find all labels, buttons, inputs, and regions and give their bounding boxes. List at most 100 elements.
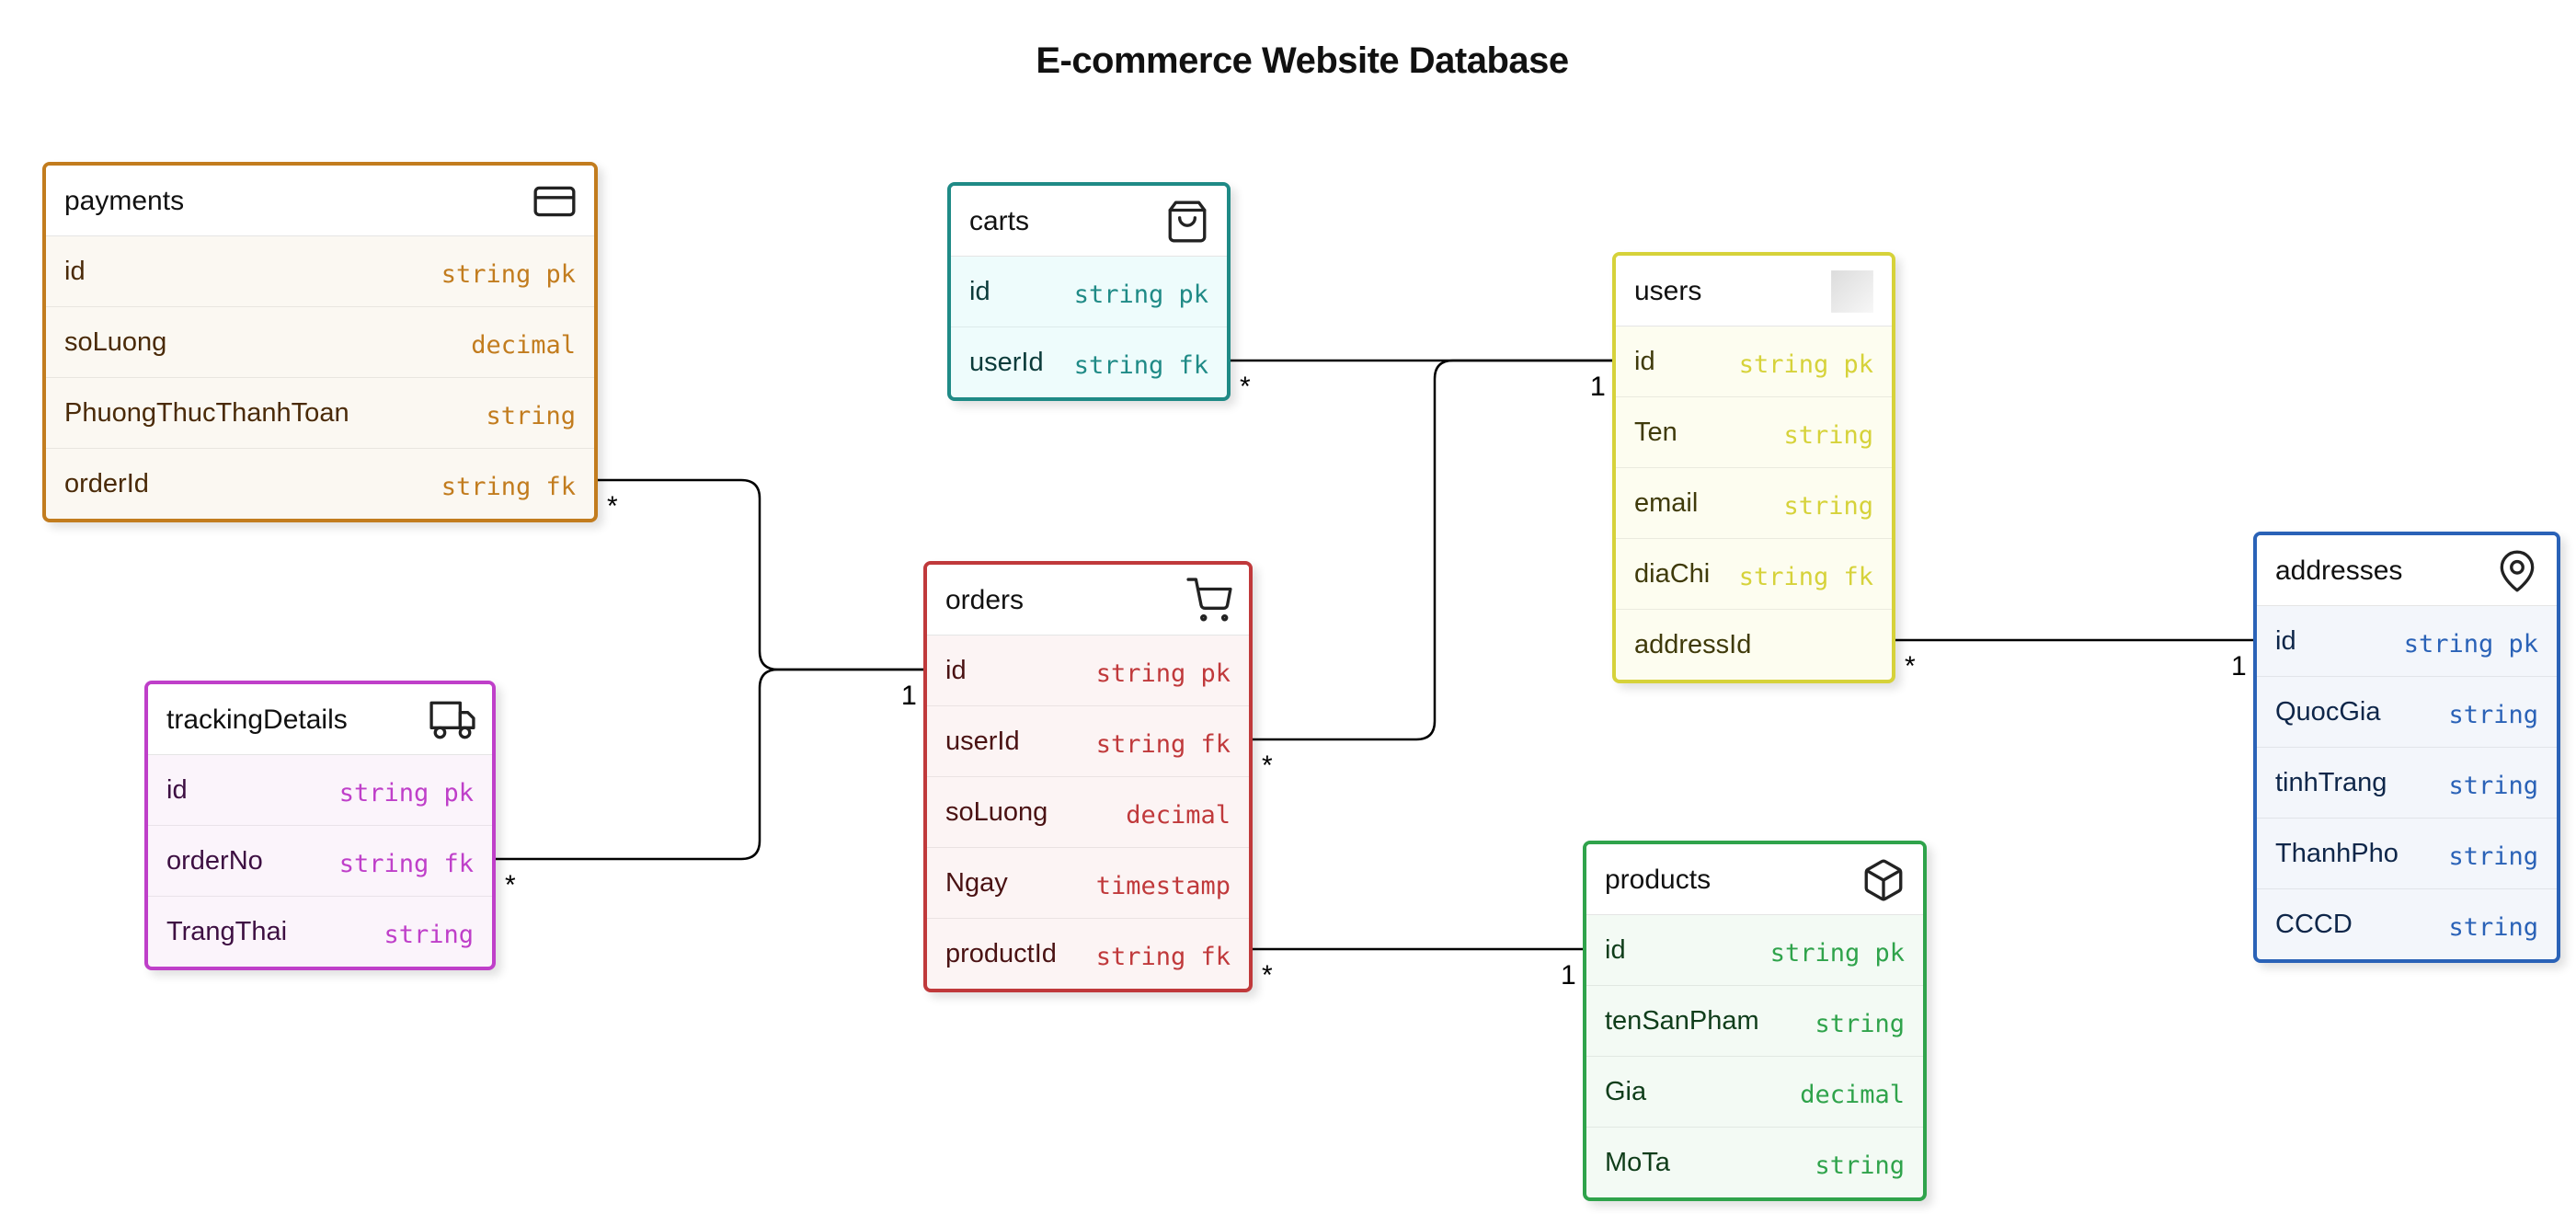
entity-header: orders: [927, 565, 1249, 636]
entity-name: payments: [64, 186, 185, 216]
cardinality-label: 1: [2231, 651, 2247, 681]
field-type: string pk: [1073, 281, 1208, 309]
field-type: string: [1815, 1010, 1905, 1038]
field-name: PhuongThucThanhToan: [64, 398, 349, 428]
entity-name: trackingDetails: [166, 704, 348, 735]
field-row-soLuong[interactable]: soLuong decimal: [46, 307, 594, 378]
blank-image-icon: [1829, 269, 1875, 315]
field-name: productId: [945, 939, 1057, 968]
field-name: MoTa: [1605, 1148, 1670, 1177]
entity-header: payments: [46, 166, 594, 236]
entity-header: products: [1586, 844, 1923, 915]
field-row-tenSanPham[interactable]: tenSanPham string: [1586, 986, 1923, 1057]
relation-line: [1245, 359, 1621, 741]
field-type: decimal: [471, 331, 576, 360]
field-name: soLuong: [945, 797, 1048, 827]
field-name: Ten: [1634, 418, 1677, 447]
field-name: email: [1634, 488, 1699, 518]
field-type: string fk: [441, 473, 576, 501]
field-name: id: [166, 775, 188, 805]
field-type: string fk: [1095, 943, 1231, 971]
field-name: addressId: [1634, 630, 1752, 659]
field-row-userId[interactable]: userId string fk: [927, 706, 1249, 777]
field-name: orderId: [64, 469, 149, 498]
field-row-addressId[interactable]: addressId: [1616, 610, 1892, 680]
field-row-email[interactable]: email string: [1616, 468, 1892, 539]
cardinality-label: 1: [1590, 372, 1606, 402]
field-name: QuocGia: [2275, 697, 2381, 727]
field-name: soLuong: [64, 327, 167, 357]
field-type: string: [2448, 701, 2538, 729]
field-type: string fk: [1738, 563, 1873, 591]
field-type: string pk: [1769, 939, 1905, 968]
field-type: string pk: [1095, 659, 1231, 688]
cardinality-label: *: [1905, 651, 1916, 681]
field-name: userId: [945, 727, 1020, 756]
field-type: string: [2448, 842, 2538, 871]
field-row-soLuong[interactable]: soLuong decimal: [927, 777, 1249, 848]
field-row-diaChi[interactable]: diaChi string fk: [1616, 539, 1892, 610]
map-pin-icon: [2494, 548, 2540, 594]
field-row-productId[interactable]: productId string fk: [927, 919, 1249, 989]
relation-line: [590, 478, 933, 671]
field-name: id: [2275, 626, 2296, 656]
field-type: string: [486, 402, 576, 430]
field-row-Ngay[interactable]: Ngay timestamp: [927, 848, 1249, 919]
field-type: timestamp: [1095, 872, 1231, 900]
field-row-orderNo[interactable]: orderNo string fk: [148, 826, 492, 897]
entity-name: addresses: [2275, 555, 2403, 586]
field-row-PhuongThucThanhToan[interactable]: PhuongThucThanhToan string: [46, 378, 594, 449]
cardinality-label: *: [1262, 750, 1273, 781]
cardinality-label: *: [1262, 960, 1273, 991]
field-row-orderId[interactable]: orderId string fk: [46, 449, 594, 519]
field-name: id: [64, 257, 86, 286]
cardinality-label: *: [1240, 372, 1251, 402]
entity-header: addresses: [2257, 535, 2557, 606]
entity-header: users: [1616, 256, 1892, 326]
relation-line: [488, 668, 933, 861]
field-type: string: [1783, 492, 1873, 521]
shopping-cart-icon: [1186, 578, 1232, 624]
diagram-title: E-commerce Website Database: [1036, 40, 1569, 81]
entity-name: products: [1605, 865, 1712, 895]
cardinality-label: *: [505, 870, 516, 900]
field-row-QuocGia[interactable]: QuocGia string: [2257, 677, 2557, 748]
field-type: decimal: [1800, 1081, 1905, 1109]
field-name: orderNo: [166, 846, 263, 876]
truck-icon: [429, 697, 475, 743]
field-name: id: [1634, 347, 1655, 376]
field-type: string fk: [1073, 351, 1208, 380]
field-type: string fk: [1095, 730, 1231, 759]
entity-header: trackingDetails: [148, 684, 492, 755]
field-type: decimal: [1126, 801, 1231, 830]
field-type: string fk: [338, 850, 474, 878]
credit-card-icon: [532, 178, 578, 224]
field-type: string: [2448, 913, 2538, 942]
field-name: Ngay: [945, 868, 1008, 898]
field-name: tenSanPham: [1605, 1006, 1759, 1036]
field-name: diaChi: [1634, 559, 1711, 589]
package-box-icon: [1860, 857, 1906, 903]
